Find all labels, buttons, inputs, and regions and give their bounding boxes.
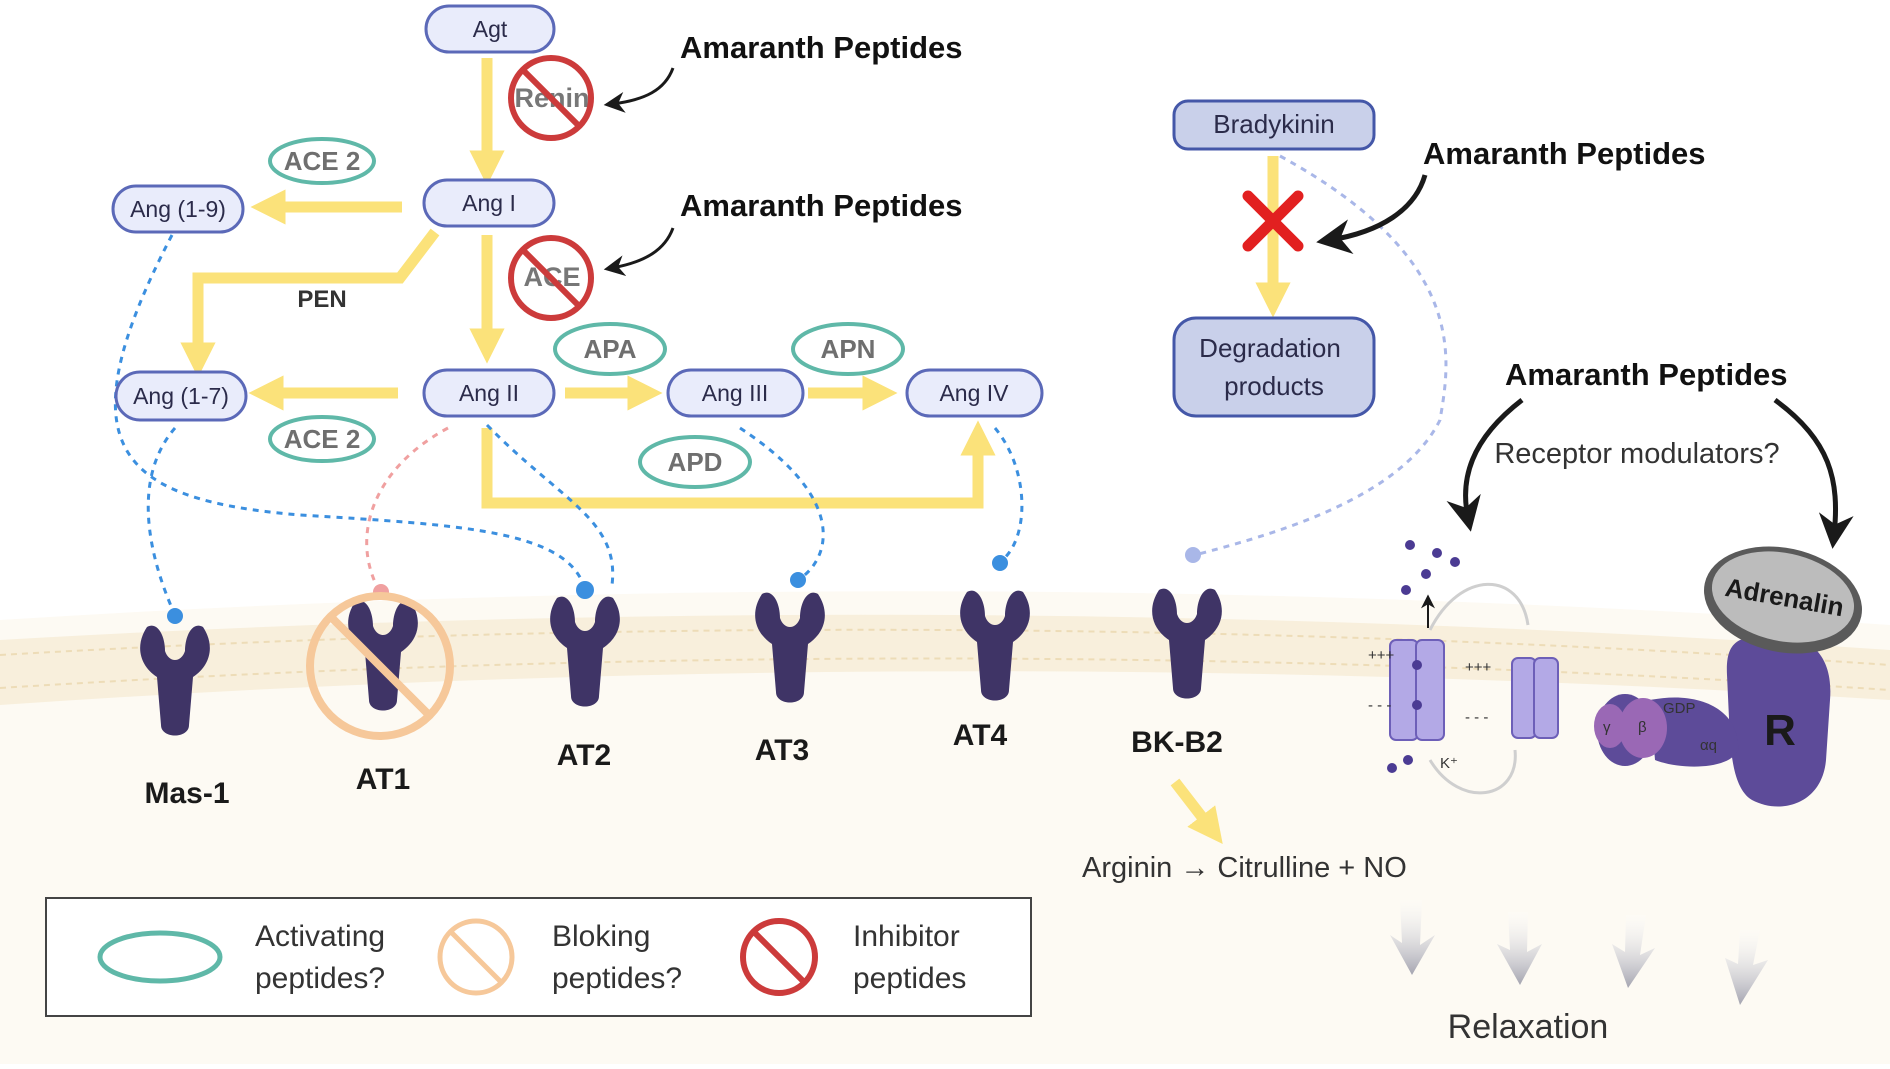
svg-text:AT1: AT1 (356, 763, 410, 796)
enzyme-apn: APN (791, 322, 905, 376)
svg-text:GDP: GDP (1663, 700, 1696, 717)
svg-text:AT3: AT3 (755, 734, 809, 767)
svg-text:Amaranth Peptides: Amaranth Peptides (1423, 136, 1706, 171)
node-ang4: Ang IV (905, 368, 1044, 418)
svg-text:peptides?: peptides? (255, 962, 385, 995)
receptor-at4: AT4 (953, 590, 1030, 752)
svg-text:Mas-1: Mas-1 (144, 777, 229, 810)
arrow-ang1-to-ang17-pen (180, 228, 440, 378)
ligand-dot-at4 (992, 555, 1008, 571)
svg-text:Ang III: Ang III (702, 380, 768, 406)
svg-text:+++: +++ (1465, 659, 1492, 676)
svg-text:Ang II: Ang II (459, 380, 519, 406)
svg-text:Activating: Activating (255, 920, 385, 953)
svg-text:+++: +++ (1368, 647, 1395, 664)
svg-text:APN: APN (821, 334, 876, 364)
svg-text:Inhibitor: Inhibitor (853, 920, 960, 953)
dotted-links (113, 154, 1448, 616)
amaranth-label-bradykinin: Amaranth Peptides (1316, 136, 1706, 254)
svg-text:- - -: - - - (1368, 697, 1391, 714)
node-ang3: Ang III (666, 368, 805, 418)
relaxation-label: Relaxation (1448, 1008, 1609, 1046)
svg-text:Amaranth Peptides: Amaranth Peptides (680, 188, 963, 223)
amaranth-label-renin: Amaranth Peptides (603, 30, 963, 113)
receptor-bkb2: BK-B2 (1131, 588, 1223, 759)
receptor-at1: AT1 (306, 592, 454, 796)
svg-text:Bradykinin: Bradykinin (1213, 109, 1334, 139)
enzyme-pen-label: PEN (297, 286, 346, 313)
enzyme-apd: APD (638, 435, 752, 489)
inhibition-x-mark (1242, 190, 1304, 252)
svg-text:AT2: AT2 (557, 739, 611, 772)
dotted-bradykinin-bkb2 (1194, 154, 1448, 557)
svg-text:β: β (1638, 719, 1647, 736)
no-reaction-label: Arginin → Citrulline + NO (1082, 852, 1407, 884)
svg-text:R: R (1764, 706, 1796, 755)
ion-channel-group: +++ +++ - - - - - - K⁺ (1368, 540, 1559, 795)
svg-text:peptides: peptides (853, 962, 966, 995)
dotted-ang4-at4 (993, 427, 1024, 564)
svg-text:ACE 2: ACE 2 (284, 424, 361, 454)
svg-text:Ang IV: Ang IV (939, 380, 1009, 406)
receptor-at3: AT3 (755, 592, 825, 767)
svg-text:Ang (1-7): Ang (1-7) (133, 383, 229, 409)
svg-text:AT4: AT4 (953, 719, 1008, 752)
arrow-ang2-to-ang4-apd (481, 420, 996, 509)
legend-blocking-symbol (437, 918, 515, 996)
svg-text:γ: γ (1603, 719, 1611, 736)
enzyme-ace2-bottom: ACE 2 (268, 415, 376, 463)
svg-text:Amaranth Peptides: Amaranth Peptides (680, 30, 963, 65)
arrow-bkb2-to-no (1170, 778, 1223, 844)
inhibitor-ace: ACE (508, 235, 594, 321)
amaranth-label-receptor: Amaranth Peptides Receptor modulators? (1446, 357, 1854, 549)
node-ang2: Ang II (422, 368, 556, 418)
node-bradykinin: Bradykinin (1172, 99, 1376, 151)
svg-text:peptides?: peptides? (552, 962, 682, 995)
pathway-arrows (180, 58, 1291, 844)
node-ang1: Ang I (422, 178, 556, 228)
svg-text:APA: APA (584, 334, 637, 364)
enzyme-apa: APA (553, 322, 667, 376)
svg-text:K⁺: K⁺ (1440, 755, 1458, 772)
svg-text:Ang I: Ang I (462, 190, 516, 216)
legend-activating-symbol (97, 930, 223, 984)
node-agt: Agt (424, 4, 556, 54)
node-ang19: Ang (1-9) (111, 184, 245, 234)
svg-text:ACE 2: ACE 2 (284, 146, 361, 176)
dotted-ang2-at1 (365, 426, 449, 593)
inhibitor-renin: Renin (508, 55, 594, 141)
svg-text:Amaranth Peptides: Amaranth Peptides (1505, 357, 1788, 392)
svg-text:BK-B2: BK-B2 (1131, 726, 1223, 759)
svg-text:APD: APD (668, 447, 723, 477)
ligand-dot-at2 (576, 581, 594, 599)
legend-inhibitor-symbol (740, 918, 818, 996)
dotted-ang19-at2 (113, 234, 587, 591)
ligand-dot-bkb2 (1185, 547, 1201, 563)
svg-text:Degradation: Degradation (1199, 333, 1341, 363)
enzyme-ace2-top: ACE 2 (268, 137, 376, 185)
gpcr-complex: GDP γ β αq R Adrenalin (1594, 546, 1862, 807)
receptor-at2: AT2 (550, 596, 620, 772)
ligand-dot-at3 (790, 572, 806, 588)
svg-text:products: products (1224, 371, 1324, 401)
dotted-ang2-at2 (485, 423, 615, 586)
svg-text:αq: αq (1700, 737, 1717, 754)
svg-text:Bloking: Bloking (552, 920, 650, 953)
node-ang17: Ang (1-7) (114, 370, 248, 422)
receptor-mas1: Mas-1 (140, 625, 230, 810)
svg-text:Receptor modulators?: Receptor modulators? (1494, 438, 1779, 470)
svg-text:Ang (1-9): Ang (1-9) (130, 196, 226, 222)
svg-text:Agt: Agt (473, 16, 508, 42)
node-degradation-products: Degradation products (1172, 316, 1376, 418)
ligand-dots (167, 547, 1201, 624)
amaranth-label-ace: Amaranth Peptides (603, 188, 963, 277)
dotted-ang17-mas1 (146, 427, 177, 616)
relaxation-arrows (1390, 900, 1768, 1005)
svg-text:- - -: - - - (1465, 709, 1488, 726)
ligand-dot-mas1 (167, 608, 183, 624)
legend-box: Activating peptides? Bloking peptides? I… (45, 897, 1032, 1017)
